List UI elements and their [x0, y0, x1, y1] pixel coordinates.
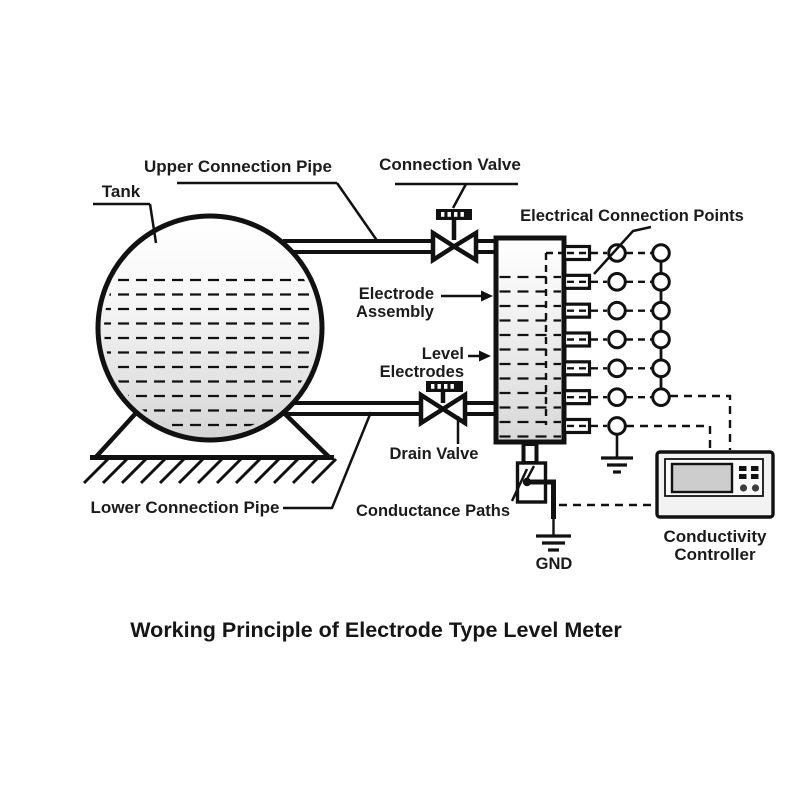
ground-hatch-line: [101, 457, 129, 485]
wire-row6-to-controller: [670, 394, 732, 450]
tank-support: [82, 411, 338, 485]
conductivity-controller: [655, 450, 775, 519]
lower-pipe-label: Lower Connection Pipe: [91, 498, 280, 517]
ground-hatch-line: [234, 457, 262, 485]
lower-connection-pipe: [283, 401, 496, 416]
connection-point-circle-outer: [651, 272, 671, 292]
level-electrodes-arrowhead: [479, 350, 491, 362]
connection-point-circle-outer: [651, 358, 671, 379]
electrode-assembly-label-line2: Assembly: [356, 303, 435, 321]
tank-body: [95, 213, 325, 443]
connection-point-circle: [607, 416, 627, 436]
connection-point-circle-outer: [651, 387, 671, 407]
connection-point-circle-outer: [651, 300, 671, 321]
conductance-paths-group: [515, 442, 656, 552]
level-electrodes-label-line2: Electrodes: [380, 363, 464, 381]
controller-knob-left: [739, 484, 748, 492]
level-electrode-stub: [562, 273, 592, 290]
electrode-assembly: [493, 235, 567, 445]
ground-hatch-line: [253, 457, 281, 485]
ground-hatch-line: [158, 457, 186, 485]
connection-point-circle-outer: [651, 329, 671, 350]
support-right-leg: [282, 411, 332, 460]
connection-valve-leader: [451, 183, 468, 209]
ground-hatch-line: [215, 457, 243, 485]
drain-valve-left-triangle: [418, 390, 448, 428]
electrical-connection-points-group: [562, 243, 732, 474]
level-electrode-stub: [562, 417, 592, 435]
electrode-assembly-arrowhead: [481, 290, 493, 302]
connection-point-circle: [607, 300, 627, 321]
ground-hatch-line: [272, 457, 300, 485]
electrical-connection-points-leader: [593, 225, 652, 275]
upper-connection-pipe: [283, 239, 496, 254]
connection-valve-label: Connection Valve: [379, 155, 521, 174]
tank-label: Tank: [102, 182, 141, 201]
ground-hatch-line: [177, 457, 205, 485]
ground-hatch-line: [196, 457, 224, 485]
conductivity-controller-label-line1: Conductivity: [664, 527, 767, 546]
assembly-bottom-stem: [521, 442, 539, 465]
conductance-paths-leader: [510, 468, 529, 502]
level-electrode-stub: [562, 331, 592, 348]
controller-screen: [670, 462, 734, 494]
upper-pipe-label: Upper Connection Pipe: [144, 157, 332, 176]
assembly-liquid-level-lines: [499, 275, 561, 438]
valve-handle-ticks: [441, 212, 464, 217]
connection-valve: [430, 209, 479, 265]
level-electrode-stub: [562, 360, 592, 377]
ground-hatch-line: [291, 457, 319, 485]
drain-valve-label: Drain Valve: [390, 445, 479, 463]
ground-hatch-line: [82, 457, 110, 485]
electrode-rows: [562, 243, 671, 436]
wire-row7-to-controller: [626, 424, 712, 450]
ground-hatching: [82, 457, 338, 485]
level-electrode-stub: [562, 302, 592, 319]
valve-left-triangle: [430, 228, 459, 265]
tank-leader: [148, 203, 158, 244]
upper-pipe-leader: [335, 182, 380, 243]
annotations: Tank Upper Connection Pipe Connection Va…: [91, 155, 767, 573]
support-left-leg: [93, 411, 138, 460]
electrode-assembly-label-line1: Electrode: [359, 285, 434, 303]
connection-point-circle: [607, 329, 627, 350]
connection-point-circle: [607, 243, 627, 263]
level-electrode-stub: [562, 389, 592, 406]
gnd-symbol: [536, 534, 571, 552]
controller-knob-right: [751, 484, 760, 492]
connection-point-circle-outer: [651, 243, 671, 263]
connection-point-circle: [607, 358, 627, 379]
tank: [95, 213, 325, 443]
lower-pipe-leader: [283, 411, 373, 510]
ground-hatch-line: [120, 457, 148, 485]
drain-valve: [418, 381, 468, 428]
electrical-connection-points-label: Electrical Connection Points: [520, 207, 744, 225]
drain-valve-handle-ticks: [431, 384, 454, 389]
ground-hatch-line: [310, 457, 338, 485]
drain-valve-right-triangle: [438, 390, 468, 428]
valve-right-triangle: [449, 228, 479, 265]
level-electrodes-label-line1: Level: [422, 345, 464, 363]
gnd-label: GND: [536, 555, 573, 573]
electrode-assembly-body: [493, 235, 567, 445]
ground-symbol-connection-point: [601, 434, 633, 474]
conductance-paths-label: Conductance Paths: [356, 502, 510, 520]
connection-point-circle: [607, 387, 627, 407]
controller-buttons: [739, 466, 759, 479]
connection-point-circle: [607, 272, 627, 292]
diagram-title: Working Principle of Electrode Type Leve…: [130, 618, 622, 642]
level-electrode-stub: [562, 244, 592, 262]
conductivity-controller-label-line2: Controller: [674, 545, 756, 564]
ground-hatch-line: [139, 457, 167, 485]
